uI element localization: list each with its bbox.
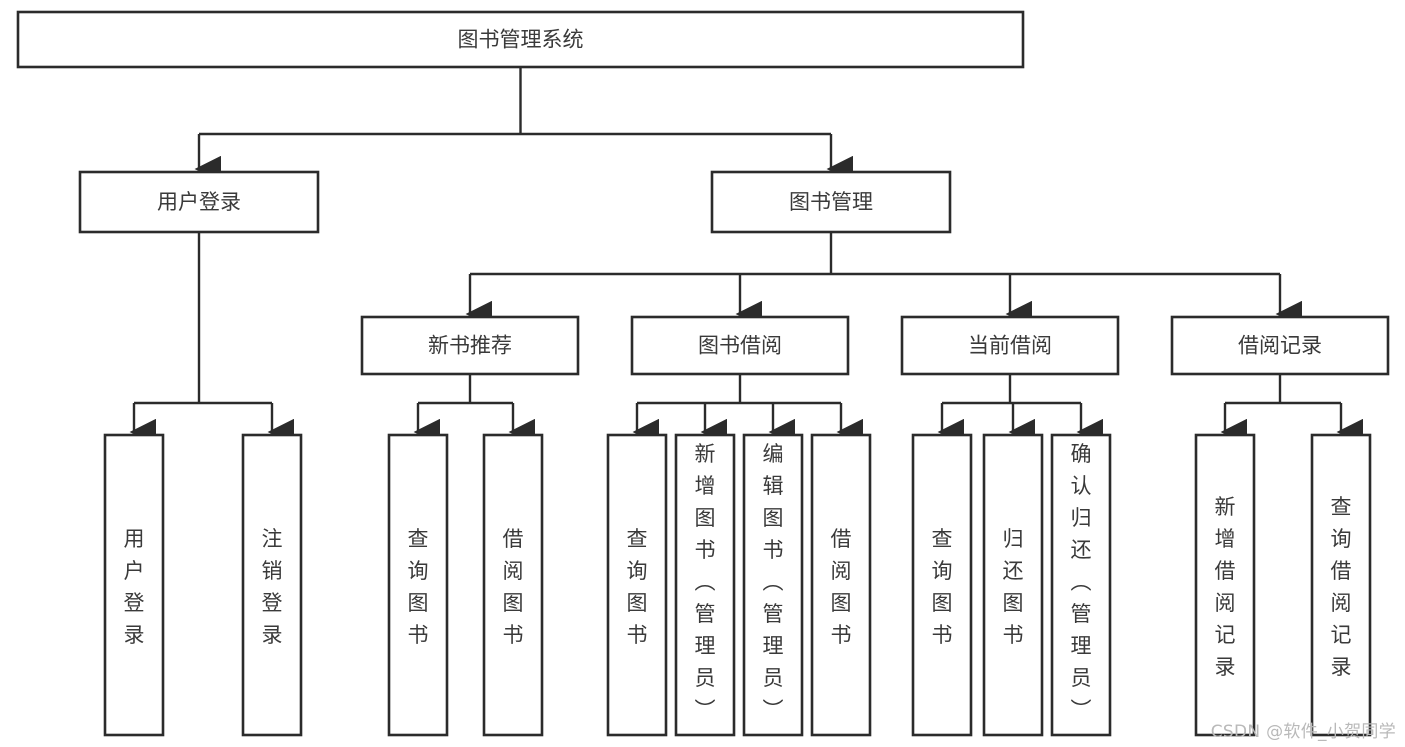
node-new-book-recommend[interactable]: 新书推荐 (360, 315, 580, 376)
node-box-leaf-query-book-borrow (606, 433, 668, 737)
boxes-layer: 图书管理系统用户登录图书管理新书推荐图书借阅当前借阅借阅记录用户登录注销登录查询… (16, 10, 1390, 737)
node-box-borrow-record (1170, 315, 1390, 376)
node-box-leaf-borrow-book (810, 433, 872, 737)
node-box-leaf-query-book-rec (387, 433, 449, 737)
node-label-leaf-add-book-admin: 新增图书︵管理员︶ (695, 442, 716, 722)
node-box-leaf-edit-book-admin (742, 433, 804, 737)
node-leaf-logout-login[interactable]: 注销登录 (241, 433, 303, 737)
node-leaf-user-login[interactable]: 用户登录 (103, 433, 165, 737)
node-label-root: 图书管理系统 (458, 28, 584, 52)
watermark-text: CSDN @软件_小贺同学 (1210, 722, 1396, 742)
node-label-user-login: 用户登录 (157, 190, 241, 214)
connectors-layer (129, 67, 1363, 446)
node-box-leaf-borrow-book-rec (482, 433, 544, 737)
node-book-manage[interactable]: 图书管理 (710, 170, 952, 234)
node-leaf-query-borrow-record[interactable]: 查询借阅记录 (1310, 433, 1372, 737)
node-box-leaf-logout-login (241, 433, 303, 737)
node-box-leaf-return-book (982, 433, 1044, 737)
node-box-leaf-user-login (103, 433, 165, 737)
node-user-login[interactable]: 用户登录 (78, 170, 320, 234)
node-box-root (16, 10, 1025, 69)
node-leaf-borrow-book-rec[interactable]: 借阅图书 (482, 433, 544, 737)
node-label-book-borrow: 图书借阅 (698, 334, 782, 358)
node-label-leaf-add-borrow-record: 新增借阅记录 (1215, 495, 1236, 679)
node-label-leaf-edit-book-admin: 编辑图书︵管理员︶ (763, 442, 784, 722)
node-box-current-borrow (900, 315, 1120, 376)
node-label-leaf-query-book-rec: 查询图书 (408, 527, 429, 647)
node-leaf-borrow-book[interactable]: 借阅图书 (810, 433, 872, 737)
node-leaf-confirm-return-admin[interactable]: 确认归还︵管理员︶ (1050, 433, 1112, 737)
node-leaf-add-borrow-record[interactable]: 新增借阅记录 (1194, 433, 1256, 737)
node-leaf-query-book-rec[interactable]: 查询图书 (387, 433, 449, 737)
node-leaf-add-book-admin[interactable]: 新增图书︵管理员︶ (674, 433, 736, 737)
node-box-book-borrow (630, 315, 850, 376)
node-leaf-query-book-borrow[interactable]: 查询图书 (606, 433, 668, 737)
node-label-leaf-query-book-current: 查询图书 (932, 527, 953, 647)
node-label-current-borrow: 当前借阅 (968, 334, 1052, 358)
node-label-book-manage: 图书管理 (789, 190, 873, 214)
node-label-new-book-recommend: 新书推荐 (428, 334, 512, 358)
node-label-leaf-query-book-borrow: 查询图书 (627, 527, 648, 647)
node-box-leaf-query-book-current (911, 433, 973, 737)
node-box-book-manage (710, 170, 952, 234)
node-root[interactable]: 图书管理系统 (16, 10, 1025, 69)
node-leaf-query-book-current[interactable]: 查询图书 (911, 433, 973, 737)
node-leaf-return-book[interactable]: 归还图书 (982, 433, 1044, 737)
node-label-leaf-user-login: 用户登录 (124, 527, 145, 647)
node-box-user-login (78, 170, 320, 234)
node-label-leaf-query-borrow-record: 查询借阅记录 (1331, 495, 1352, 679)
node-box-leaf-query-borrow-record (1310, 433, 1372, 737)
node-label-leaf-borrow-book: 借阅图书 (831, 527, 852, 647)
node-label-borrow-record: 借阅记录 (1238, 334, 1322, 358)
node-borrow-record[interactable]: 借阅记录 (1170, 315, 1390, 376)
node-box-leaf-add-book-admin (674, 433, 736, 737)
node-book-borrow[interactable]: 图书借阅 (630, 315, 850, 376)
node-label-leaf-borrow-book-rec: 借阅图书 (503, 527, 524, 647)
node-label-leaf-logout-login: 注销登录 (262, 527, 283, 647)
node-leaf-edit-book-admin[interactable]: 编辑图书︵管理员︶ (742, 433, 804, 737)
node-label-leaf-return-book: 归还图书 (1003, 527, 1024, 647)
node-label-leaf-confirm-return-admin: 确认归还︵管理员︶ (1071, 442, 1092, 722)
node-box-leaf-add-borrow-record (1194, 433, 1256, 737)
node-current-borrow[interactable]: 当前借阅 (900, 315, 1120, 376)
node-box-leaf-confirm-return-admin (1050, 433, 1112, 737)
node-box-new-book-recommend (360, 315, 580, 376)
